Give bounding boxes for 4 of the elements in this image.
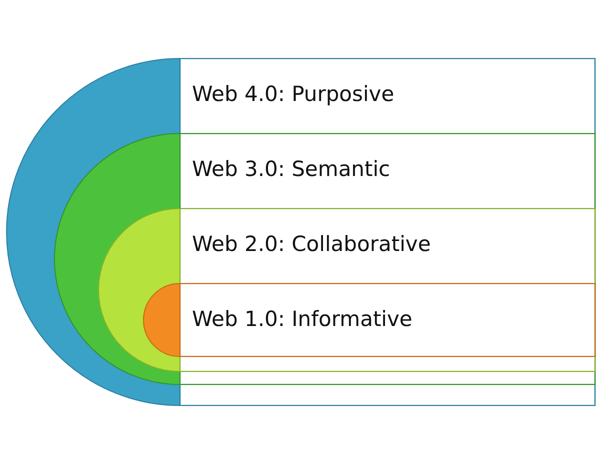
layer-label: Web 4.0: Purposive xyxy=(192,82,394,106)
layer-label: Web 2.0: Collaborative xyxy=(192,232,431,256)
layer-label: Web 1.0: Informative xyxy=(192,307,412,331)
layer-label: Web 3.0: Semantic xyxy=(192,157,390,181)
